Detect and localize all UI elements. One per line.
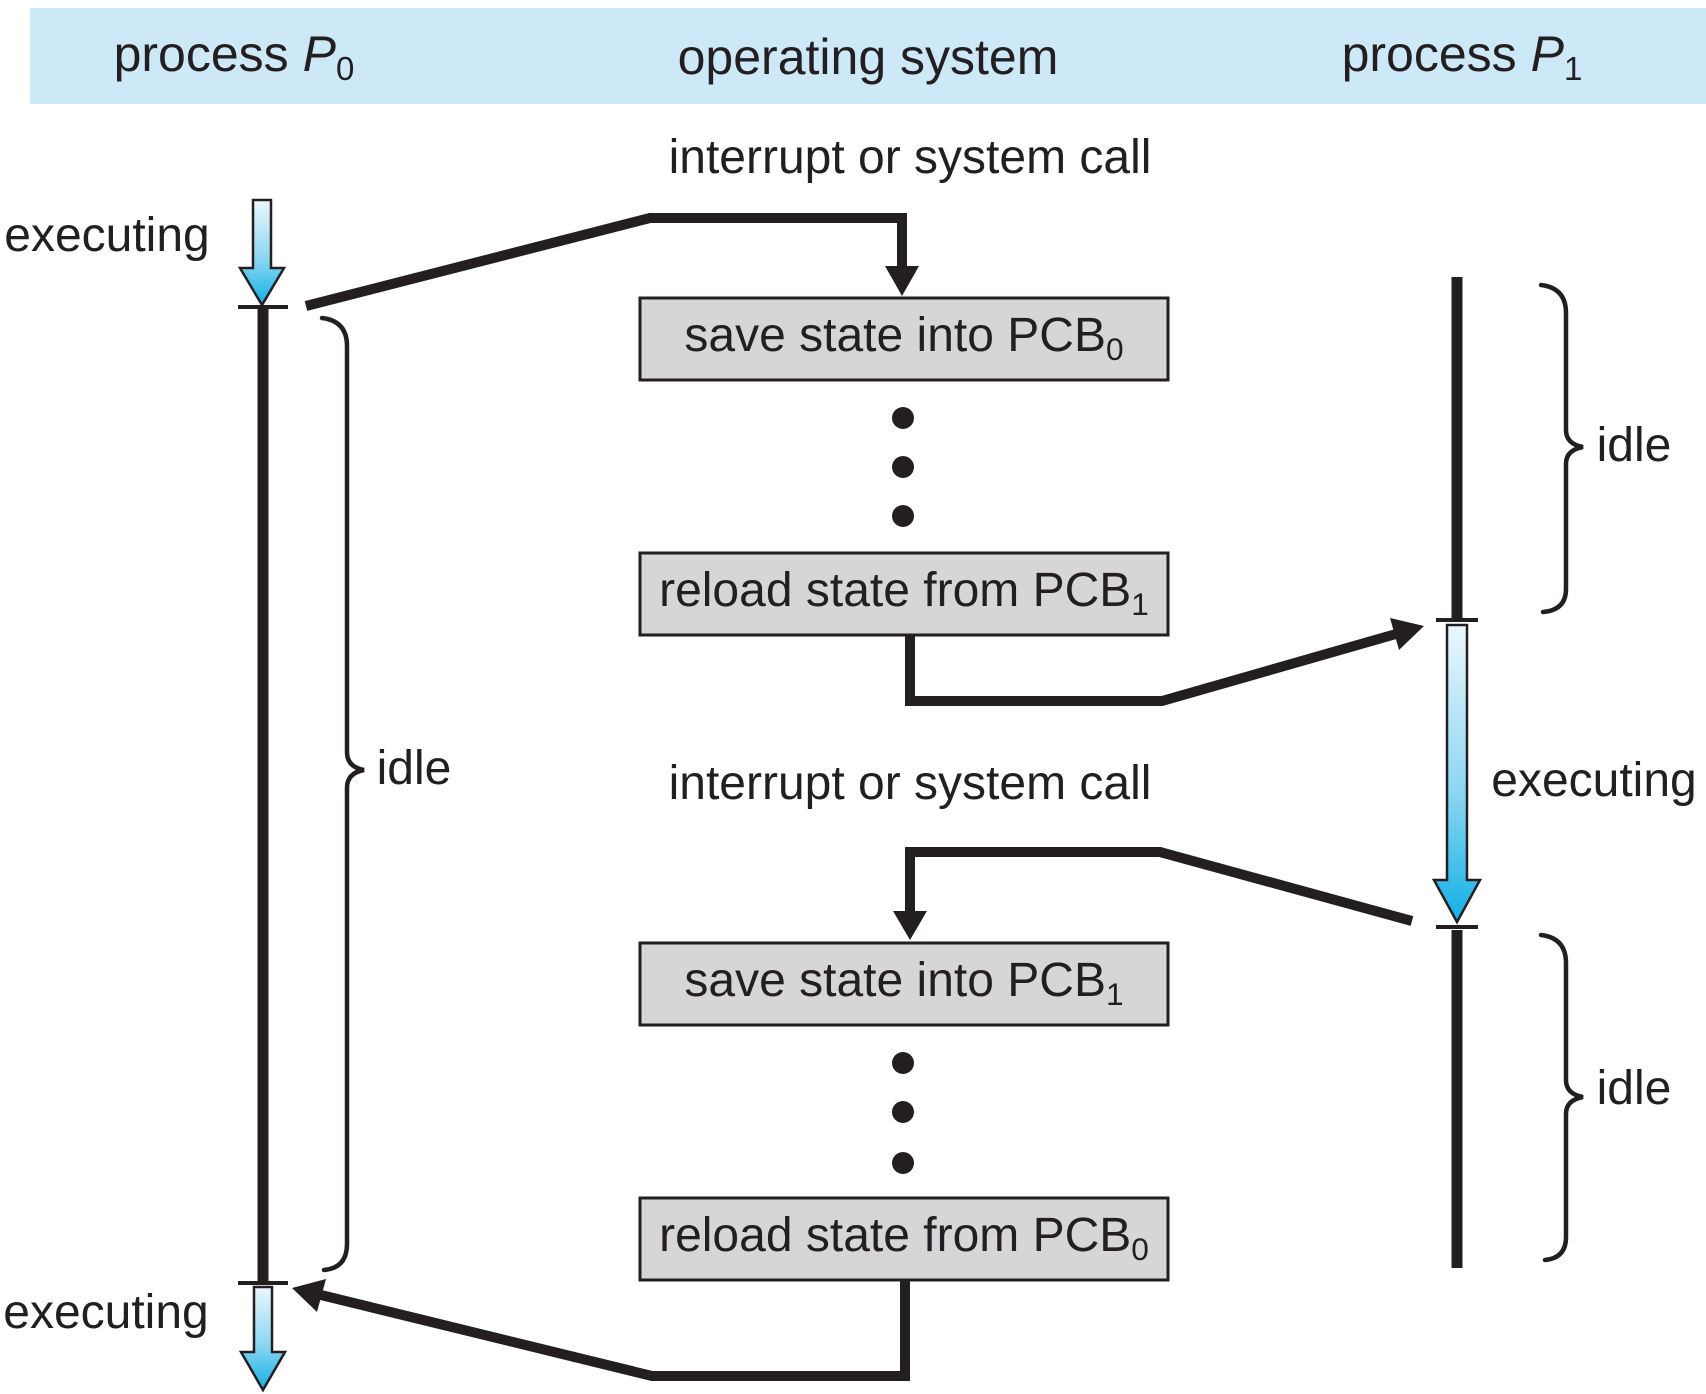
- box-reload-state-pcb1: [638, 551, 1170, 637]
- connector-reload0-to-p0: [319, 1278, 910, 1381]
- box-label-reload-pcb0: reload state from PCB0: [659, 1212, 1149, 1266]
- interrupt-label-bottom: interrupt or system call: [668, 757, 1152, 810]
- arrowhead-into-save0: [885, 266, 919, 296]
- connector-p1-to-save1: [905, 847, 1414, 926]
- arrowhead-into-p1: [1390, 618, 1424, 650]
- box-label-save-pcb0: save state into PCB0: [684, 312, 1123, 366]
- idle-label-p1-bottom: idle: [1596, 1062, 1672, 1115]
- idle-brace-p1-bottom: [1538, 932, 1584, 1263]
- process-subscript: 1: [1564, 50, 1583, 88]
- box-label-text: save state into PCB: [684, 309, 1106, 363]
- executing-label-p0-bottom: executing: [3, 1286, 209, 1339]
- pcb-subscript: 0: [1131, 1231, 1149, 1268]
- pcb-subscript: 1: [1105, 976, 1124, 1013]
- column-label-text: process: [1341, 25, 1517, 82]
- ellipsis-dot: [892, 456, 914, 478]
- box-label-save-pcb1: save state into PCB1: [684, 957, 1123, 1011]
- column-label-text: process: [113, 25, 289, 82]
- process-variable: P: [1530, 25, 1565, 82]
- process-variable: P: [302, 25, 337, 82]
- executing-arrow-p0-bottom: [238, 1285, 288, 1393]
- idle-label-p1-top: idle: [1596, 419, 1672, 472]
- pcb-subscript: 1: [1131, 586, 1149, 623]
- executing-arrow-p1: [1431, 623, 1483, 925]
- idle-label-p0: idle: [376, 742, 452, 795]
- ellipsis-dot: [892, 505, 914, 527]
- ellipsis-dot: [892, 407, 914, 429]
- box-label-text: save state into PCB: [684, 954, 1106, 1008]
- pcb-subscript: 0: [1105, 331, 1124, 368]
- connector-p0-to-save0: [304, 213, 907, 311]
- column-label-text: operating system: [677, 29, 1059, 85]
- box-save-state-pcb0: [638, 296, 1170, 382]
- interrupt-label-top: interrupt or system call: [668, 131, 1152, 184]
- executing-label-p1: executing: [1491, 754, 1697, 807]
- idle-brace-p1-top: [1538, 282, 1584, 615]
- header-band: [30, 8, 1706, 104]
- idle-brace-p0: [319, 315, 365, 1273]
- process-subscript: 0: [336, 50, 355, 88]
- executing-label-p0-top: executing: [4, 209, 210, 262]
- box-save-state-pcb1: [638, 941, 1170, 1027]
- box-label-reload-pcb1: reload state from PCB1: [659, 567, 1149, 621]
- arrowhead-into-save1: [893, 911, 927, 940]
- connector-reload1-to-p1: [905, 629, 1398, 706]
- column-label-operating-system: operating system: [678, 32, 1059, 82]
- box-label-text: reload state from PCB: [659, 1209, 1132, 1263]
- ellipsis-dot: [892, 1152, 914, 1174]
- ellipsis-dot: [892, 1052, 914, 1074]
- box-reload-state-pcb0: [638, 1196, 1170, 1282]
- arrowhead-into-p0: [292, 1279, 326, 1312]
- box-label-text: reload state from PCB: [659, 564, 1132, 618]
- executing-arrow-p0-top: [237, 198, 287, 308]
- ellipsis-dot: [892, 1101, 914, 1123]
